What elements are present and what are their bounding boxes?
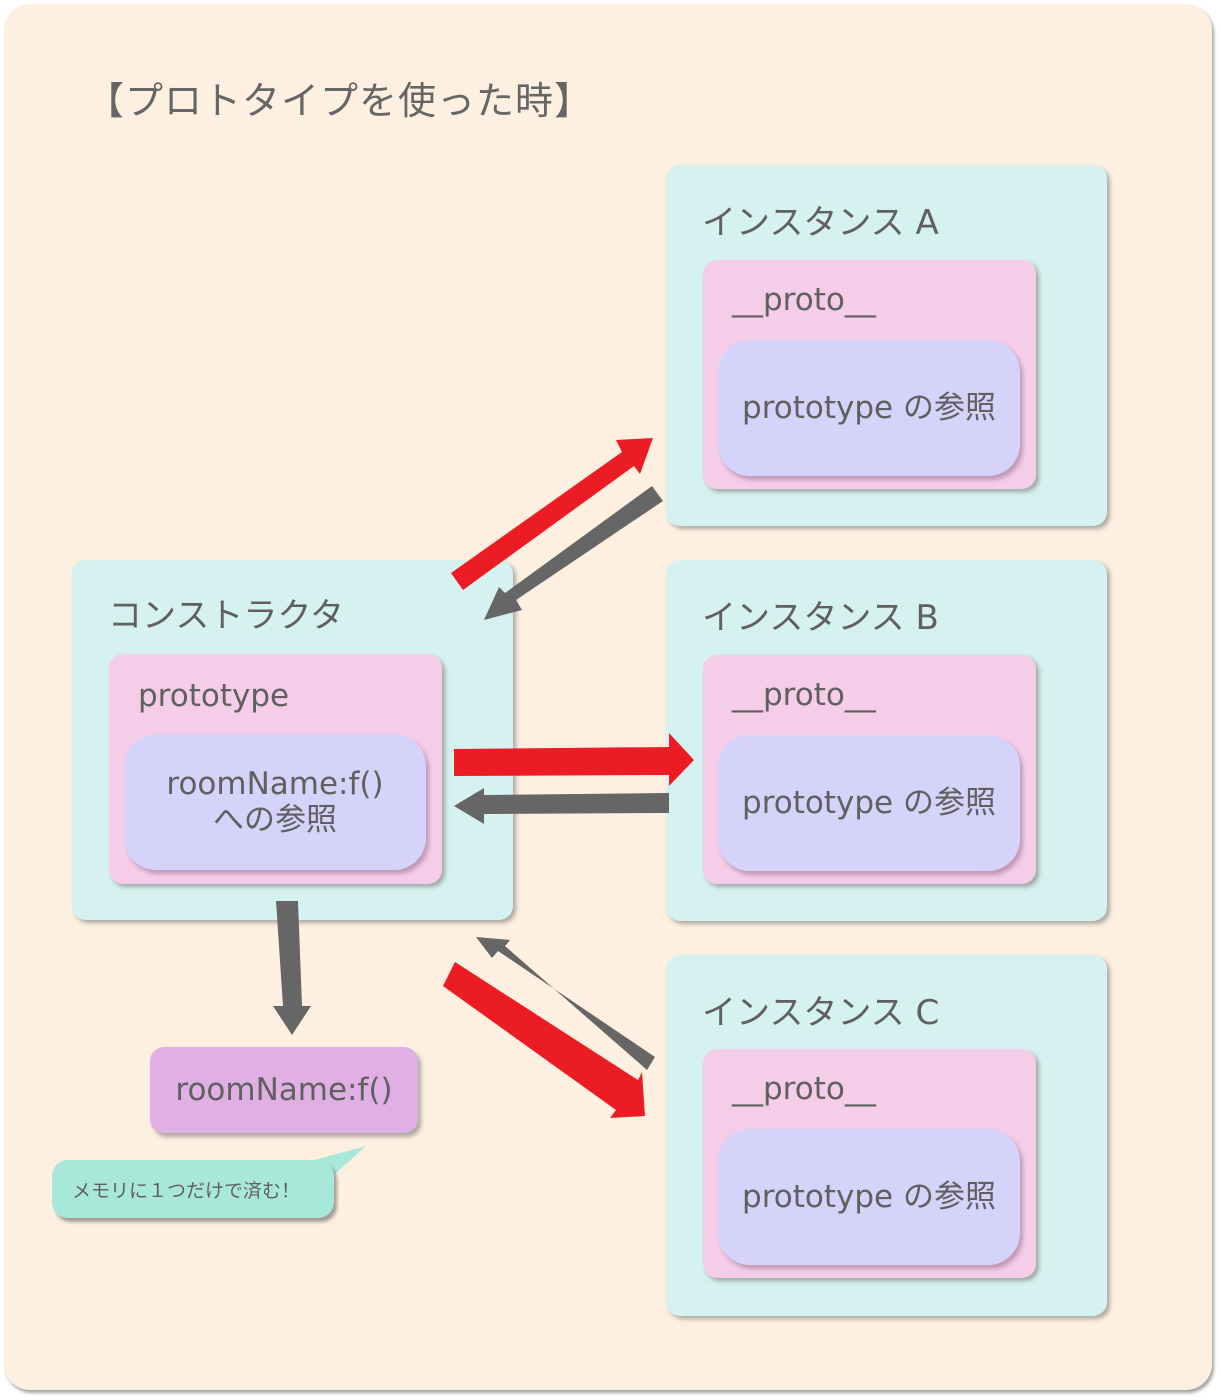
instance-c-proto-label: __proto__: [732, 1071, 876, 1107]
prototype-box: prototype roomName:f() への参照: [109, 654, 442, 884]
constructor-box: コンストラクタ prototype roomName:f() への参照: [72, 560, 513, 920]
shared-function-box: roomName:f(): [150, 1047, 418, 1133]
memory-callout: メモリに１つだけで済む！: [52, 1160, 334, 1218]
prototype-label: prototype: [138, 678, 290, 714]
diagram-title: 【プロトタイプを使った時】: [86, 79, 594, 123]
instance-a-proto-box: __proto__ prototype の参照: [703, 260, 1036, 489]
instance-b-proto-box: __proto__ prototype の参照: [703, 655, 1036, 884]
instance-b-ref-box: prototype の参照: [718, 735, 1020, 871]
instance-a-ref-box: prototype の参照: [718, 340, 1020, 476]
instance-a-proto-label: __proto__: [732, 282, 876, 318]
method-reference-line2: への参照: [212, 802, 337, 838]
instance-a-label: インスタンス A: [702, 203, 939, 243]
method-reference-text: roomName:f() への参照: [166, 766, 383, 838]
instance-a-box: インスタンス A __proto__ prototype の参照: [666, 165, 1107, 526]
instance-b-ref-text: prototype の参照: [742, 785, 996, 821]
instance-b-proto-label: __proto__: [732, 677, 876, 713]
constructor-label: コンストラクタ: [108, 596, 344, 636]
instance-c-ref-box: prototype の参照: [718, 1129, 1020, 1265]
instance-a-ref-text: prototype の参照: [742, 390, 996, 426]
method-reference-box: roomName:f() への参照: [124, 734, 426, 870]
instance-c-ref-text: prototype の参照: [742, 1179, 996, 1215]
instance-c-proto-box: __proto__ prototype の参照: [703, 1049, 1036, 1278]
instance-c-box: インスタンス C __proto__ prototype の参照: [666, 955, 1107, 1316]
instance-c-label: インスタンス C: [702, 993, 940, 1033]
instance-b-box: インスタンス B __proto__ prototype の参照: [666, 560, 1107, 921]
method-reference-line1: roomName:f(): [166, 766, 384, 802]
instance-b-label: インスタンス B: [702, 598, 939, 638]
